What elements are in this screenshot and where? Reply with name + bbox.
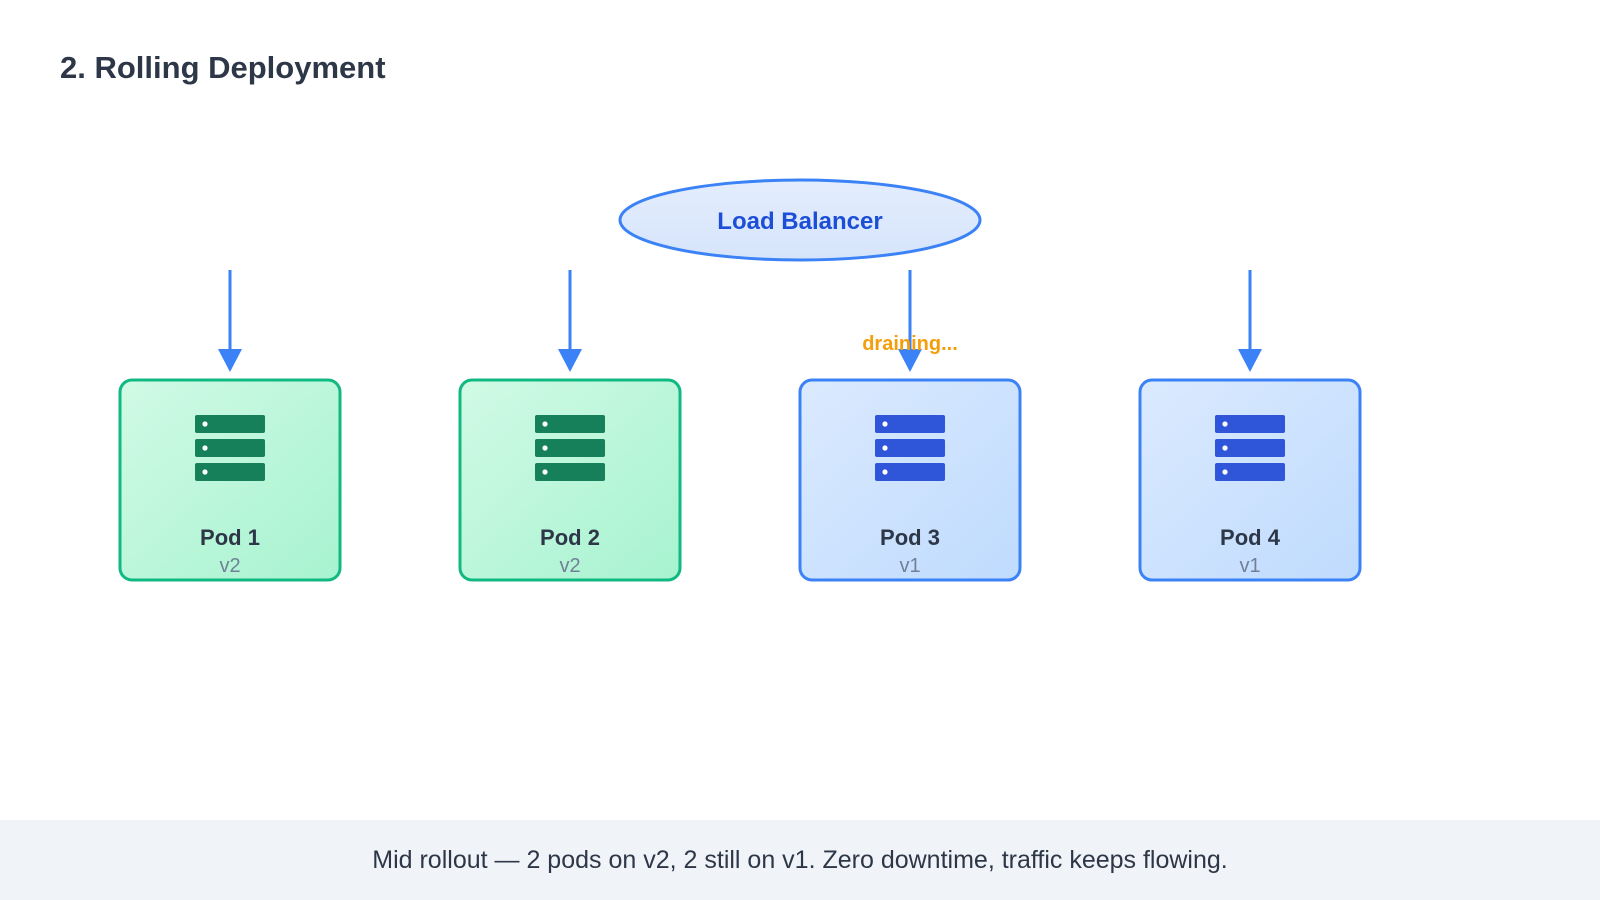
server-rack-icon bbox=[195, 415, 265, 481]
pod-1[interactable]: Pod 1 v2 bbox=[118, 378, 342, 582]
traffic-arrow-4 bbox=[1238, 270, 1262, 372]
arrow-head bbox=[898, 349, 922, 372]
caption-bar: Mid rollout — 2 pods on v2, 2 still on v… bbox=[0, 820, 1600, 900]
pod-name: Pod 1 bbox=[200, 525, 260, 550]
caption: Mid rollout — 2 pods on v2, 2 still on v… bbox=[372, 845, 1228, 874]
traffic-arrow-3 bbox=[898, 270, 922, 372]
load-balancer-label: Load Balancer bbox=[717, 208, 882, 235]
pod-name: Pod 4 bbox=[1220, 525, 1281, 550]
server-rack-icon bbox=[1215, 415, 1285, 481]
pod-3[interactable]: Pod 3 v1 bbox=[798, 378, 1022, 582]
pod-version: v2 bbox=[559, 555, 580, 577]
page-title: 2. Rolling Deployment bbox=[60, 50, 386, 85]
pod-name: Pod 3 bbox=[880, 525, 940, 550]
server-rack-icon bbox=[535, 415, 605, 481]
arrow-head bbox=[218, 349, 242, 372]
pod-version: v1 bbox=[899, 555, 920, 577]
traffic-arrow-1 bbox=[218, 270, 242, 372]
pod-version: v2 bbox=[219, 555, 240, 577]
pod-2[interactable]: Pod 2 v2 bbox=[458, 378, 682, 582]
pod-name: Pod 2 bbox=[540, 525, 600, 550]
arrow-head bbox=[558, 349, 582, 372]
pod-status-label: draining... bbox=[862, 333, 958, 355]
load-balancer[interactable]: Load Balancer bbox=[618, 178, 982, 262]
pods: Pod 1 v2 Pod 2 v2 Pod 3 v1 draining... Pod 4 v1 bbox=[118, 270, 1362, 582]
traffic-arrow-2 bbox=[558, 270, 582, 372]
load-balancer-shape bbox=[618, 178, 982, 262]
rolling-deployment-diagram: Load Balancer Pod 1 v2 Pod 2 v2 Pod 3 v1 drain… bbox=[118, 178, 1362, 582]
pod-4[interactable]: Pod 4 v1 bbox=[1138, 378, 1362, 582]
pod-version: v1 bbox=[1239, 555, 1260, 577]
server-rack-icon bbox=[875, 415, 945, 481]
arrow-head bbox=[1238, 349, 1262, 372]
